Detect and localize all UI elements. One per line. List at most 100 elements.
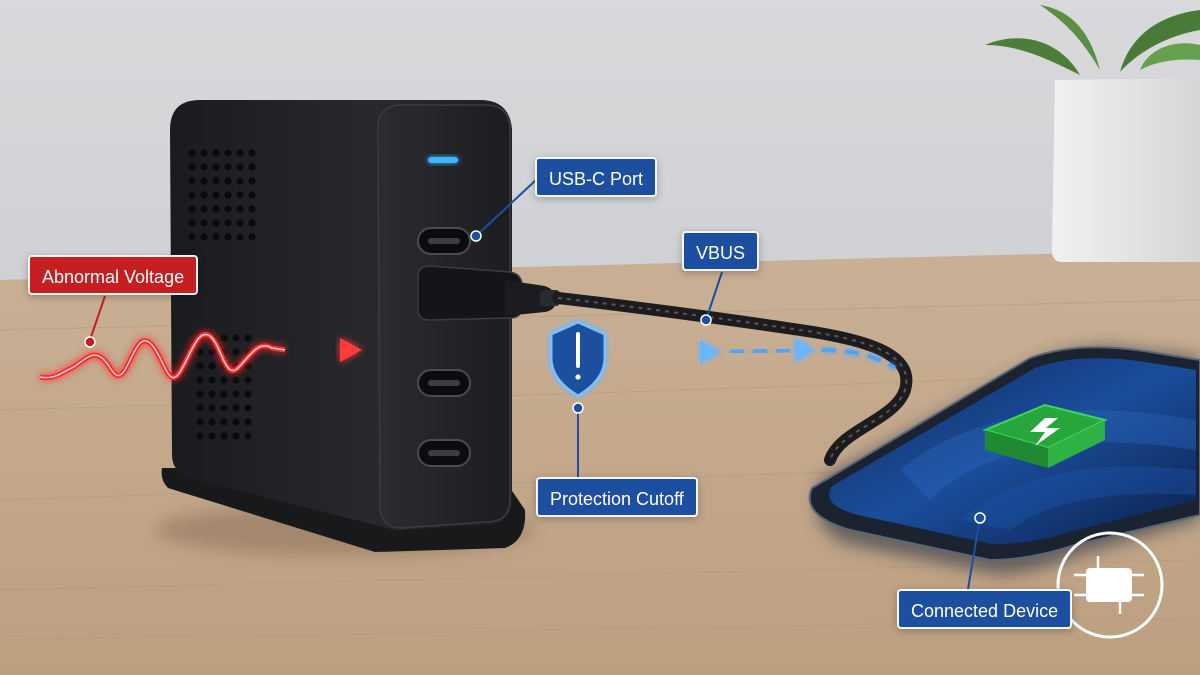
vent-hole bbox=[208, 376, 216, 384]
potted-plant bbox=[985, 5, 1200, 262]
vent-hole bbox=[188, 177, 196, 185]
vent-hole bbox=[188, 233, 196, 241]
vent-hole bbox=[212, 205, 220, 213]
vent-hole bbox=[244, 404, 252, 412]
vbus-flow-arrow-2 bbox=[795, 338, 815, 362]
abnormal-voltage-leader bbox=[89, 295, 106, 341]
connected-device-callout: Connected Device bbox=[897, 589, 1073, 629]
vent-hole bbox=[212, 177, 220, 185]
vent-hole bbox=[200, 149, 208, 157]
vent-hole bbox=[212, 219, 220, 227]
vent-hole bbox=[244, 390, 252, 398]
vent-hole bbox=[224, 177, 232, 185]
vbus-flow-segment-2 bbox=[729, 348, 796, 354]
vent-hole bbox=[224, 233, 232, 241]
vent-hole bbox=[220, 334, 228, 342]
abnormal-voltage-wave-core bbox=[39, 333, 286, 379]
vent-hole bbox=[212, 149, 220, 157]
vent-hole bbox=[196, 362, 204, 370]
vent-hole bbox=[236, 163, 244, 171]
cable-braid-texture bbox=[557, 297, 908, 461]
vent-hole bbox=[248, 205, 256, 213]
vbus-flow-segment-3 bbox=[821, 348, 897, 370]
charger-body bbox=[170, 100, 512, 530]
usb-c-plug bbox=[417, 265, 560, 321]
charger-vents bbox=[188, 149, 256, 440]
vent-hole bbox=[248, 191, 256, 199]
vent-hole bbox=[220, 404, 228, 412]
vent-hole bbox=[220, 376, 228, 384]
vent-hole bbox=[224, 149, 232, 157]
vent-hole bbox=[188, 149, 196, 157]
usb-c-port-callout: USB-C Port bbox=[535, 157, 658, 197]
vent-hole bbox=[220, 432, 228, 440]
vent-hole bbox=[224, 219, 232, 227]
vent-hole bbox=[200, 233, 208, 241]
vent-hole bbox=[236, 205, 244, 213]
abnormal-voltage-callout: Abnormal Voltage bbox=[28, 255, 199, 295]
usb-c-port-top bbox=[417, 227, 471, 255]
abnormal-voltage-arrow bbox=[340, 338, 362, 362]
vent-hole bbox=[244, 376, 252, 384]
vent-hole bbox=[248, 149, 256, 157]
vent-hole bbox=[200, 219, 208, 227]
callout-leader-lines bbox=[475, 179, 981, 590]
vent-hole bbox=[196, 432, 204, 440]
vent-hole bbox=[196, 348, 204, 356]
vent-hole bbox=[236, 191, 244, 199]
vent-hole bbox=[196, 418, 204, 426]
vent-hole bbox=[208, 418, 216, 426]
vent-hole bbox=[236, 149, 244, 157]
vent-hole bbox=[212, 191, 220, 199]
vent-hole bbox=[232, 418, 240, 426]
vent-hole bbox=[232, 390, 240, 398]
vent-hole bbox=[208, 390, 216, 398]
vent-hole bbox=[212, 233, 220, 241]
vent-hole bbox=[224, 191, 232, 199]
vent-hole bbox=[224, 163, 232, 171]
vent-hole bbox=[196, 376, 204, 384]
vent-hole bbox=[244, 362, 252, 370]
vent-hole bbox=[200, 205, 208, 213]
usb-c-port-bottom bbox=[417, 439, 471, 467]
vent-hole bbox=[208, 404, 216, 412]
vent-hole bbox=[236, 177, 244, 185]
vbus-callout: VBUS bbox=[682, 231, 760, 271]
vent-hole bbox=[232, 404, 240, 412]
vent-hole bbox=[248, 233, 256, 241]
status-led bbox=[428, 157, 458, 163]
vent-hole bbox=[236, 233, 244, 241]
battery-bolt-icon bbox=[981, 403, 1108, 468]
callout-anchor-dots bbox=[84, 230, 986, 524]
vent-hole bbox=[188, 191, 196, 199]
vent-hole bbox=[220, 390, 228, 398]
vent-hole bbox=[224, 205, 232, 213]
protection-cutoff-callout: Protection Cutoff bbox=[536, 477, 698, 517]
usb-c-port-middle bbox=[417, 369, 471, 397]
vent-hole bbox=[232, 432, 240, 440]
vent-hole bbox=[244, 432, 252, 440]
vent-hole bbox=[244, 418, 252, 426]
vent-hole bbox=[248, 219, 256, 227]
vent-hole bbox=[188, 205, 196, 213]
vent-hole bbox=[232, 348, 240, 356]
vent-hole bbox=[244, 334, 252, 342]
vent-hole bbox=[200, 177, 208, 185]
vent-hole bbox=[248, 177, 256, 185]
vent-hole bbox=[236, 219, 244, 227]
chip-logo-icon bbox=[1056, 531, 1164, 639]
vent-hole bbox=[232, 334, 240, 342]
vent-hole bbox=[196, 390, 204, 398]
vent-hole bbox=[220, 418, 228, 426]
vent-hole bbox=[200, 163, 208, 171]
vent-hole bbox=[208, 432, 216, 440]
vent-hole bbox=[212, 163, 220, 171]
vbus-flow-arrow-1 bbox=[700, 340, 720, 364]
vent-hole bbox=[248, 163, 256, 171]
vent-hole bbox=[208, 362, 216, 370]
vent-hole bbox=[232, 376, 240, 384]
vent-hole bbox=[188, 219, 196, 227]
shield-icon bbox=[549, 320, 607, 398]
